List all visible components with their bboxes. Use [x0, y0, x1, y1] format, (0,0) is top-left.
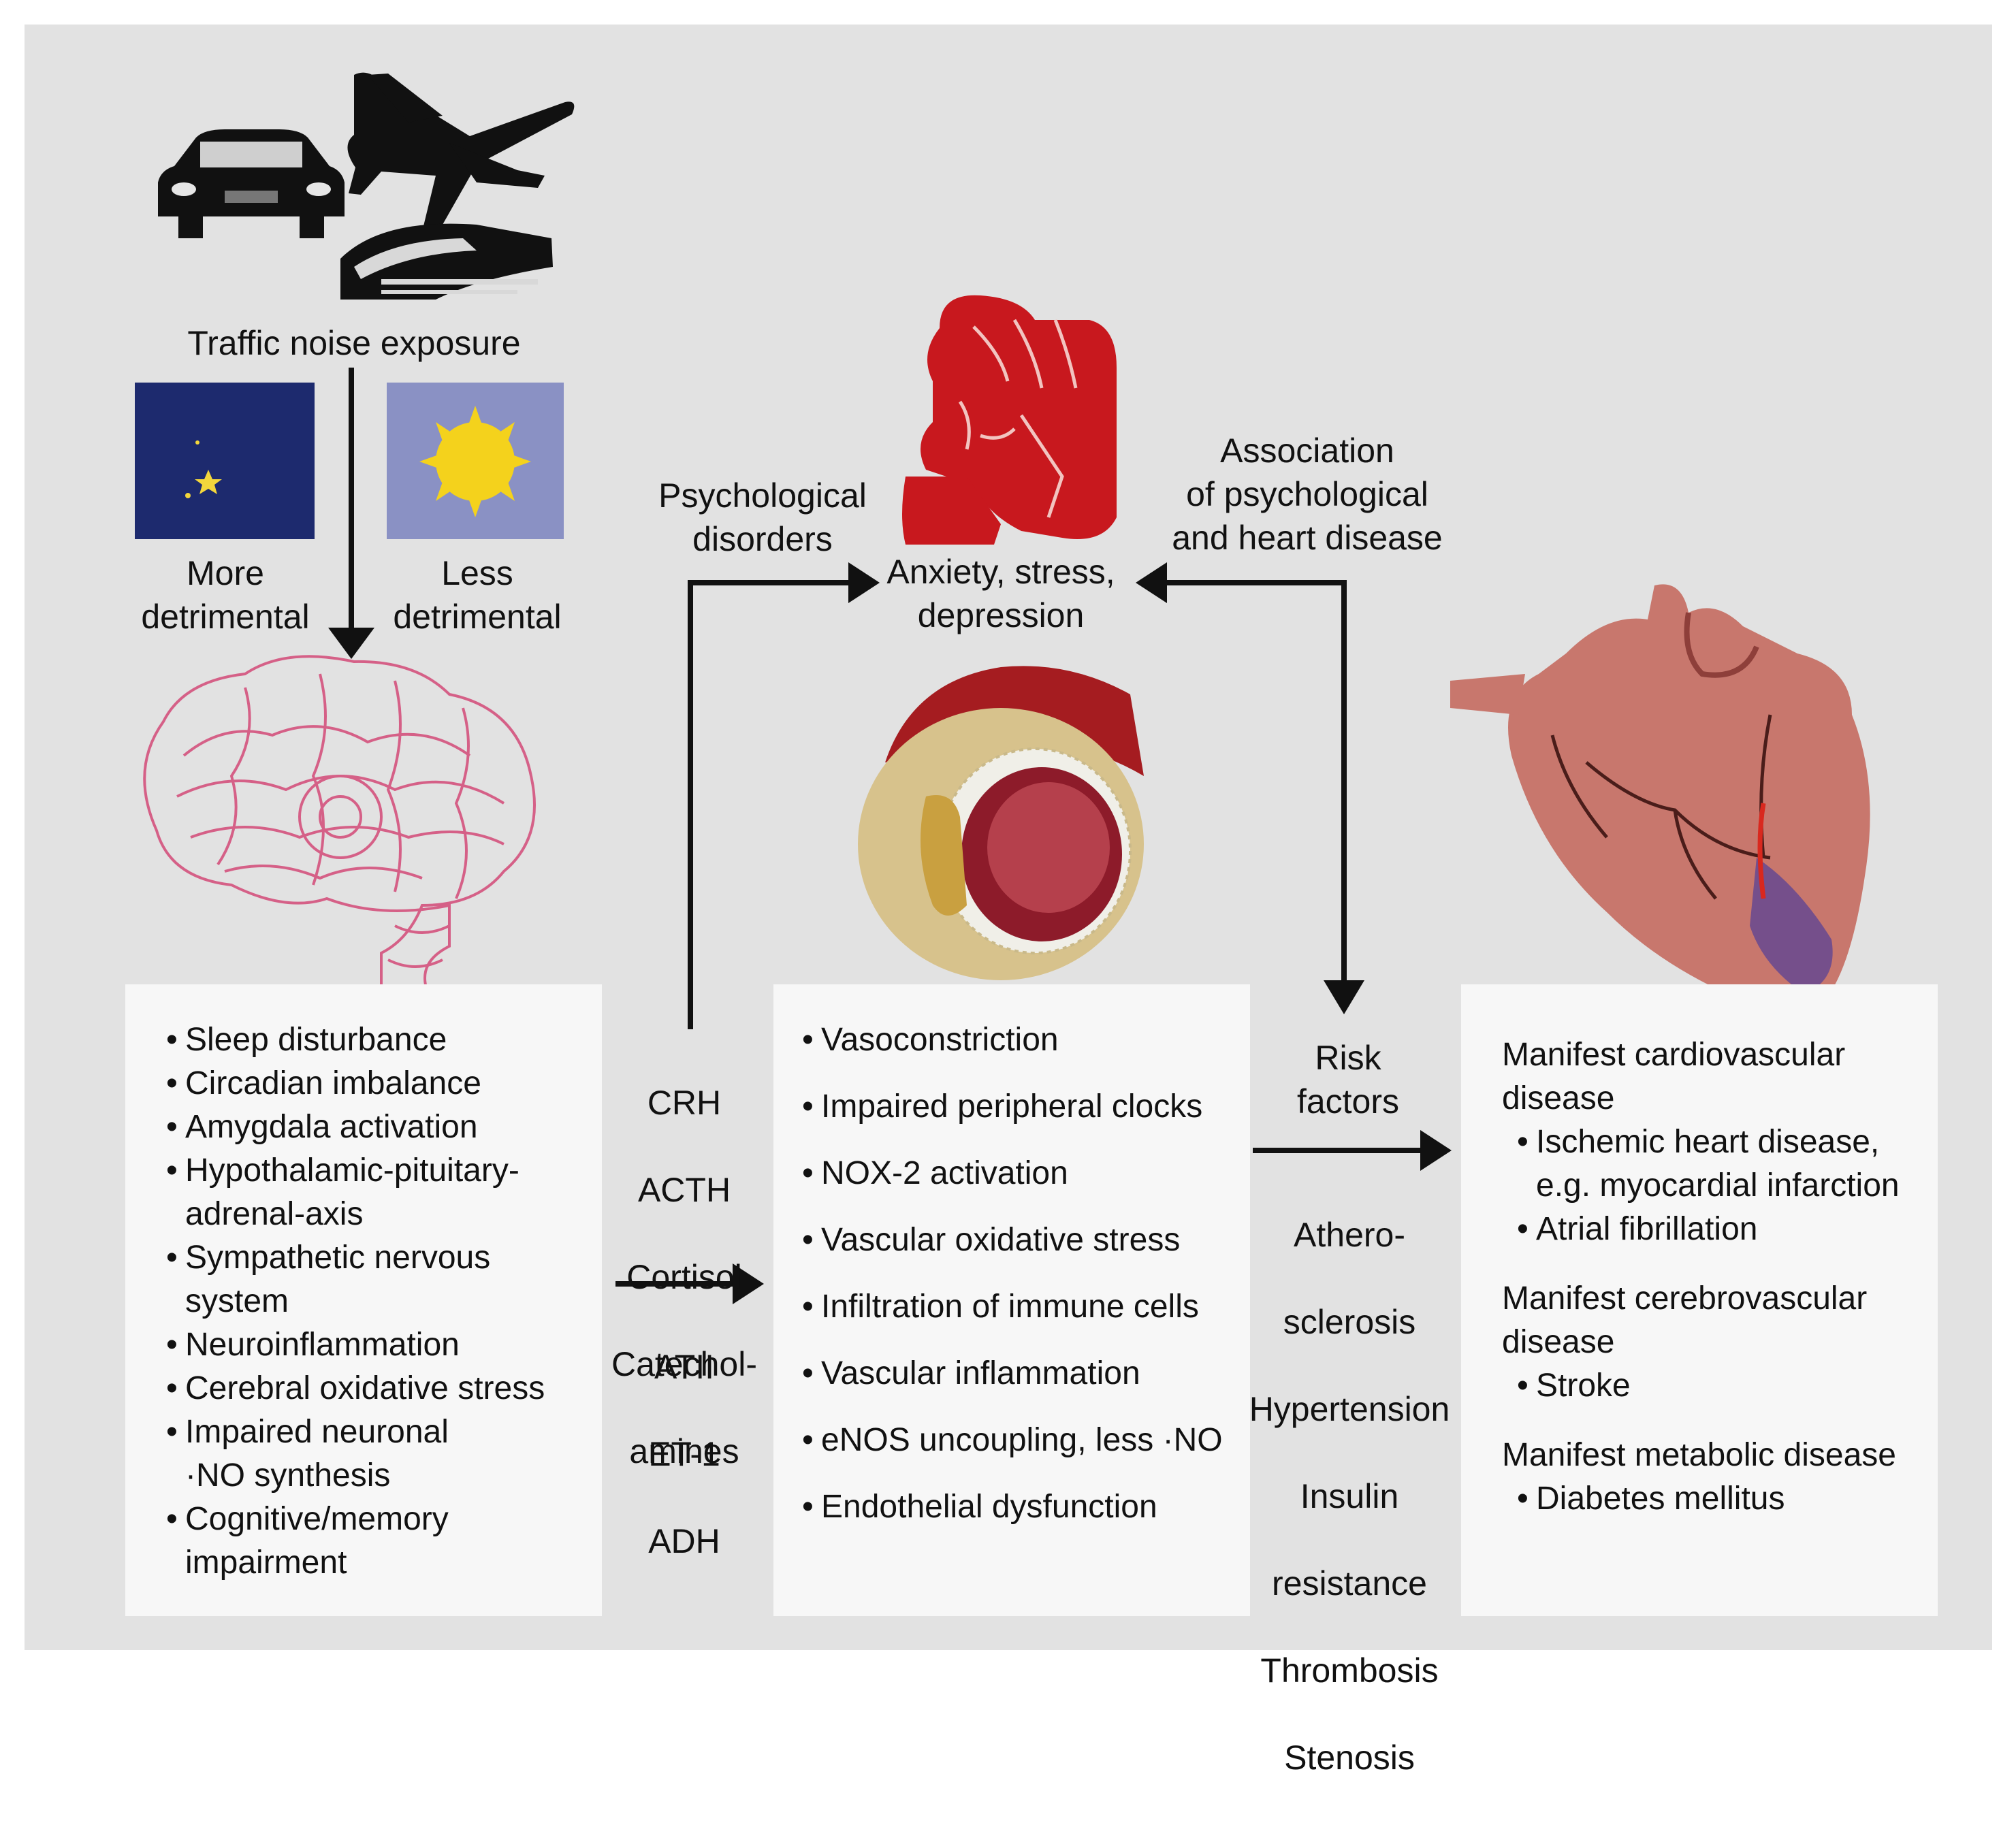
list-item: Sympathetic nervous system — [166, 1236, 595, 1323]
disease-group-cerebrovascular: Manifest cerebrovascular disease Stroke — [1502, 1277, 1931, 1408]
list-item: Vascular inflammation — [802, 1352, 1243, 1396]
car-icon — [158, 129, 345, 238]
list-item: Endothelial dysfunction — [802, 1485, 1243, 1529]
list-item: Ischemic heart disease, e.g. myocardial … — [1517, 1120, 1931, 1208]
list-item: Diabetes mellitus — [1517, 1477, 1931, 1521]
list-item: Stroke — [1517, 1364, 1931, 1408]
mediator-cortisol: Cortisol — [626, 1258, 742, 1296]
risk-factors-label: Risk factors — [1296, 1039, 1400, 1120]
brain-effects-box: Sleep disturbance Circadian imbalance Am… — [125, 984, 602, 1616]
distressed-head-icon — [902, 295, 1117, 545]
list-item: eNOS uncoupling, less ·NO — [802, 1419, 1243, 1462]
mediator-et1: ET-1 — [648, 1435, 720, 1473]
night-label: More detrimental — [141, 554, 310, 636]
risk-item: Thrombosis — [1260, 1651, 1439, 1690]
sun-icon — [387, 383, 564, 539]
risk-item: Hypertension — [1249, 1390, 1450, 1428]
mediator-atii: ATII — [654, 1348, 714, 1386]
airplane-icon — [347, 72, 575, 227]
vehicle-icons — [158, 72, 575, 300]
arrow-brain-to-vessel — [615, 1263, 764, 1304]
list-item: Impaired peripheral clocks — [802, 1085, 1243, 1129]
list-item: Sleep disturbance — [166, 1018, 595, 1062]
peptide-mediators: ATII ET-1 ADH — [599, 1302, 769, 1607]
list-item: Vasoconstriction — [802, 1018, 1243, 1062]
hormone-mediators: CRH ACTH Cortisol Catechol- amines — [599, 1037, 769, 1517]
list-item: Cerebral oxidative stress — [166, 1367, 595, 1410]
anxiety-label: Anxiety, stress, depression — [886, 553, 1115, 634]
risk-item: resistance — [1272, 1564, 1427, 1602]
train-icon — [340, 223, 553, 300]
vascular-effects-box: Vasoconstriction Impaired peripheral clo… — [773, 984, 1250, 1616]
disease-heading: Manifest cardiovascular disease — [1502, 1037, 1846, 1116]
risk-item: Insulin — [1300, 1477, 1399, 1515]
list-item: Circadian imbalance — [166, 1062, 595, 1106]
heart-icon — [1450, 584, 1870, 1011]
risk-factors-list: Athero- sclerosis Hypertension Insulin r… — [1247, 1169, 1452, 1823]
risk-item: Stenosis — [1284, 1739, 1415, 1777]
list-item: Atrial fibrillation — [1517, 1208, 1931, 1251]
list-item: Hypothalamic-pituitary- adrenal-axis — [166, 1149, 595, 1236]
mediator-amines: amines — [629, 1432, 739, 1470]
arrow-vessel-to-disease — [1253, 1130, 1452, 1171]
association-label: Association of psychological and heart d… — [1172, 432, 1443, 557]
mediator-crh: CRH — [647, 1084, 722, 1122]
list-item: Infiltration of immune cells — [802, 1285, 1243, 1329]
day-label: Less detrimental — [393, 554, 562, 636]
list-item: Cognitive/memory impairment — [166, 1498, 595, 1585]
moon-icon — [135, 383, 315, 539]
list-item: Vascular oxidative stress — [802, 1219, 1243, 1262]
list-item: Neuroinflammation — [166, 1323, 595, 1367]
arrow-to-anxiety — [688, 562, 880, 1029]
disease-group-metabolic: Manifest metabolic disease Diabetes mell… — [1502, 1434, 1931, 1521]
list-item: Amygdala activation — [166, 1106, 595, 1149]
mediator-catechol: Catechol- — [611, 1345, 757, 1383]
disease-heading: Manifest metabolic disease — [1502, 1437, 1896, 1473]
exposure-arrow — [328, 368, 374, 659]
risk-item: Athero- — [1294, 1216, 1405, 1254]
arrow-association — [1136, 562, 1364, 1014]
mediator-acth: ACTH — [637, 1171, 731, 1209]
list-item: NOX-2 activation — [802, 1152, 1243, 1195]
mediator-adh: ADH — [648, 1522, 720, 1560]
flow-arrows — [615, 562, 1452, 1304]
vessel-icon — [858, 666, 1144, 980]
brain-icon — [143, 655, 536, 1010]
traffic-noise-label: Traffic noise exposure — [187, 324, 521, 362]
psych-disorders-label: Psychological disorders — [658, 477, 867, 558]
disease-group-cardiovascular: Manifest cardiovascular disease Ischemic… — [1502, 1033, 1931, 1251]
disease-box: Manifest cardiovascular disease Ischemic… — [1461, 984, 1938, 1616]
list-item: Impaired neuronal ·NO synthesis — [166, 1410, 595, 1498]
disease-heading: Manifest cerebrovascular disease — [1502, 1280, 1868, 1360]
risk-item: sclerosis — [1283, 1303, 1416, 1341]
